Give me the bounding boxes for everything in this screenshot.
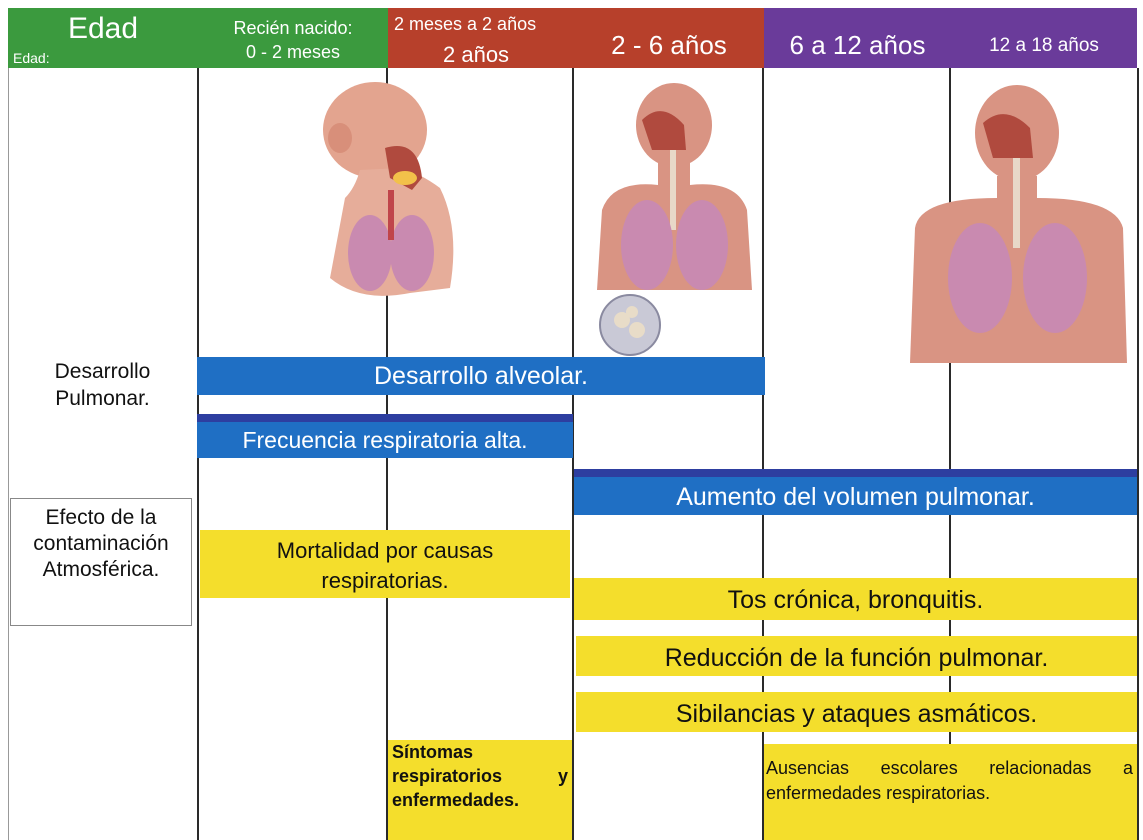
header-edad-sub: Edad:: [13, 50, 50, 66]
header-12-18-title: 12 a 18 años: [989, 35, 1099, 56]
header-edad-title: Edad: [67, 12, 139, 45]
bar-aumento-volumen: Aumento del volumen pulmonar.: [574, 477, 1137, 515]
bar-sintomas-respiratorios: Síntomas respiratorios y enfermedades.: [388, 740, 572, 840]
bar-tos-cronica: Tos crónica, bronquitis.: [574, 578, 1137, 620]
bar-volumen-top-edge: [574, 469, 1137, 477]
header-recien-line2: 0 - 2 meses: [245, 42, 341, 62]
header-12-18: 12 a 18 años: [951, 8, 1137, 68]
grid-line: [572, 68, 574, 840]
header-2m2a-line1: 2 meses a 2 años: [394, 14, 537, 34]
grid-line: [8, 68, 9, 840]
header-6-12: 6 a 12 años: [764, 8, 951, 68]
bar-mortalidad: Mortalidad por causas respiratorias.: [200, 530, 570, 598]
header-6-12-title: 6 a 12 años: [789, 30, 926, 60]
bar-sibilancias: Sibilancias y ataques asmáticos.: [576, 692, 1137, 732]
row-label-efecto-contaminacion: Efecto de la contaminación Atmosférica.: [10, 498, 192, 626]
bar-frecuencia-top-edge: [197, 414, 573, 422]
infant-respiratory-illustration: [323, 82, 454, 296]
grid-line: [949, 68, 951, 840]
header-recien-nacido: Recién nacido: 0 - 2 meses: [198, 8, 388, 68]
header-2m2a-line2: 2 años: [443, 42, 510, 67]
child-respiratory-illustration: [597, 83, 752, 356]
bar-frecuencia-respiratoria: Frecuencia respiratoria alta.: [197, 422, 573, 458]
adolescent-respiratory-illustration: [910, 85, 1127, 363]
bar-reduccion-funcion: Reducción de la función pulmonar.: [576, 636, 1137, 676]
header-recien-line1: Recién nacido:: [233, 18, 353, 38]
header-2-6-title: 2 - 6 años: [611, 30, 727, 60]
bar-desarrollo-alveolar: Desarrollo alveolar.: [197, 357, 765, 395]
grid-line: [1137, 68, 1139, 840]
bar-ausencias-escolares: Ausencias escolares relacionadas a enfer…: [764, 744, 1137, 840]
header-2-6: 2 - 6 años: [574, 8, 764, 68]
grid-line: [762, 68, 764, 840]
row-label-desarrollo-pulmonar: Desarrollo Pulmonar.: [54, 360, 151, 410]
